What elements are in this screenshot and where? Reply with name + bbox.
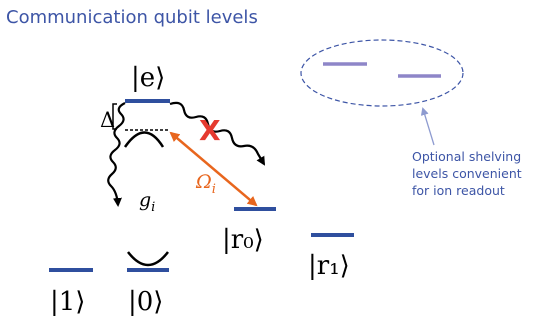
excited-state-label: |e⟩ — [131, 63, 165, 93]
shelving-note-line-2: levels convenient — [412, 166, 522, 181]
rabi-symbol: Ω — [195, 171, 212, 193]
light-shift-arc-virtual — [123, 131, 165, 148]
state-one-label: |1⟩ — [50, 287, 85, 317]
decay-symbol: g — [139, 189, 151, 211]
shelving-pointer-arrow — [420, 107, 435, 146]
shelving-region — [300, 39, 464, 107]
decay-arrow — [107, 102, 126, 207]
state-r0-label: |r₀⟩ — [222, 225, 264, 255]
shelving-note-line-1: Optional shelving — [412, 149, 521, 164]
shelving-note: Optional shelving levels convenient for … — [412, 149, 526, 198]
rabi-subscript: i — [212, 182, 216, 197]
state-r1-label: |r₁⟩ — [308, 251, 350, 281]
state-zero-label: |0⟩ — [128, 287, 163, 317]
rabi-arrow — [169, 131, 258, 207]
decay-subscript: i — [151, 200, 155, 215]
blocked-mark: X — [199, 114, 221, 147]
shelving-note-line-3: for ion readout — [412, 183, 505, 198]
light-shift-arc-zero — [127, 251, 169, 267]
diagram-title: Communication qubit levels — [6, 7, 258, 28]
decay-label: gi — [139, 189, 155, 215]
rabi-label: Ωi — [195, 171, 216, 197]
detuning-label: Δ — [100, 108, 115, 132]
